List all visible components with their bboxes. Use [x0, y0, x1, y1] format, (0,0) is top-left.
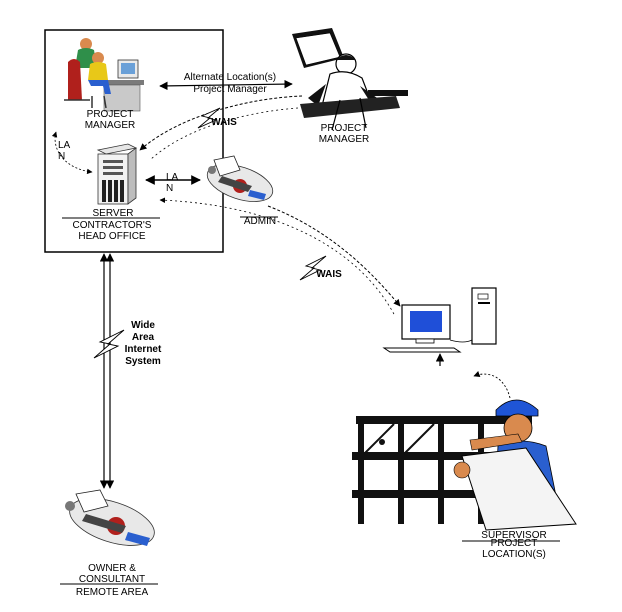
- admin-label: ADMIN: [243, 216, 277, 227]
- head-office-label: CONTRACTOR'S HEAD OFFICE: [72, 220, 152, 242]
- lan-mid-label: LA N: [166, 172, 179, 194]
- wais-top-bolt-icon: [197, 107, 221, 129]
- server-label: SERVER: [92, 208, 134, 219]
- project-manager-remote-label: PROJECT MANAGER: [318, 123, 370, 145]
- alternate-location-label: Alternate Location(s) Project Manager: [183, 72, 277, 95]
- wide-area-label: Wide Area Internet System: [124, 320, 162, 367]
- remote-area-label: REMOTE AREA: [75, 587, 149, 598]
- project-manager-office-label: PROJECT MANAGER: [84, 109, 136, 131]
- server-icon: [96, 143, 138, 205]
- wais-mid-label: WAIS: [316, 269, 342, 280]
- wais-top-label: WAIS: [211, 117, 237, 128]
- admin-icon: [206, 155, 274, 202]
- wais-mid-link-2: [159, 197, 396, 317]
- wais-mid-link: [267, 205, 401, 307]
- project-manager-office-icon: [64, 38, 144, 112]
- supervisor-label: SUPERVISOR: [481, 530, 547, 541]
- lan-left-connector: [51, 131, 93, 175]
- supervisor-link: [473, 371, 511, 399]
- owner-consultant-label: OWNER & CONSULTANT: [78, 563, 146, 585]
- alternate-location-connector: [159, 79, 293, 91]
- project-location-label: PROJECT LOCATION(S): [482, 538, 546, 560]
- head-office-box: [44, 29, 224, 253]
- wide-area-bolt-icon: [93, 329, 125, 359]
- workstation-icon: [382, 287, 497, 366]
- project-manager-remote-icon: [292, 28, 408, 131]
- wais-mid-bolt-icon: [299, 255, 327, 281]
- owner-consultant-icon: [65, 489, 155, 546]
- supervisor-icon: [453, 399, 577, 531]
- lan-left-label: LA N: [58, 140, 71, 162]
- wais-top-link-2: [149, 107, 299, 161]
